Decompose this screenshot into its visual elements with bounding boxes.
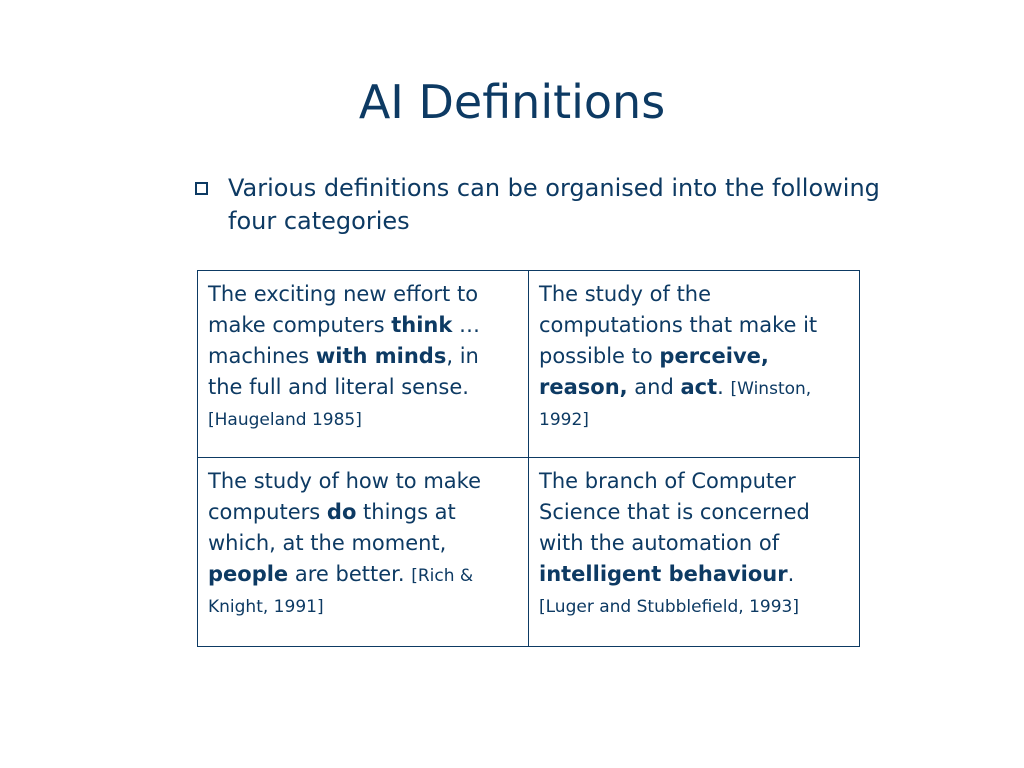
bullet-point: Various definitions can be organised int…: [195, 172, 895, 238]
emphasis-text: people: [208, 562, 289, 586]
definition-text: The branch of Computer Science that is c…: [539, 469, 810, 555]
hollow-square-icon: [195, 182, 208, 195]
definition-text: .: [717, 375, 731, 399]
definition-cell: The study of the computations that make …: [528, 270, 860, 458]
definition-cell: The study of how to make computers do th…: [197, 457, 529, 647]
emphasis-text: intelligent behaviour: [539, 562, 788, 586]
definition-text: … machines: [208, 313, 481, 368]
definition-text: The study of how to make computers: [208, 469, 481, 524]
table-row: The study of how to make computers do th…: [197, 457, 860, 647]
table-row: The exciting new effort to make computer…: [197, 270, 860, 458]
bullet-text: Various definitions can be organised int…: [228, 174, 880, 235]
emphasis-text: with minds: [315, 344, 447, 368]
emphasis-text: act: [680, 375, 718, 399]
definition-text: , in the full and literal sense.: [208, 344, 479, 399]
citation: [Haugeland 1985]: [208, 410, 362, 430]
definition-text: The exciting new effort to make computer…: [208, 282, 479, 337]
definition-text: and: [627, 375, 681, 399]
definition-cell: The exciting new effort to make computer…: [197, 270, 529, 458]
citation: [Luger and Stubblefield, 1993]: [539, 597, 799, 617]
emphasis-text: do: [326, 500, 357, 524]
emphasis-text: think: [391, 313, 453, 337]
definition-text: .: [787, 562, 795, 586]
definition-cell: The branch of Computer Science that is c…: [528, 457, 860, 647]
slide-title: AI Definitions: [358, 74, 666, 129]
definitions-table: The exciting new effort to make computer…: [197, 270, 860, 647]
definition-text: are better.: [288, 562, 412, 586]
citation: [Winston, 1992]: [539, 379, 812, 430]
emphasis-text: perceive, reason,: [539, 344, 769, 399]
definition-text: things at which, at the moment,: [208, 500, 456, 555]
definition-text: The study of the computations that make …: [539, 282, 818, 368]
citation: [Rich & Knight, 1991]: [208, 566, 474, 617]
